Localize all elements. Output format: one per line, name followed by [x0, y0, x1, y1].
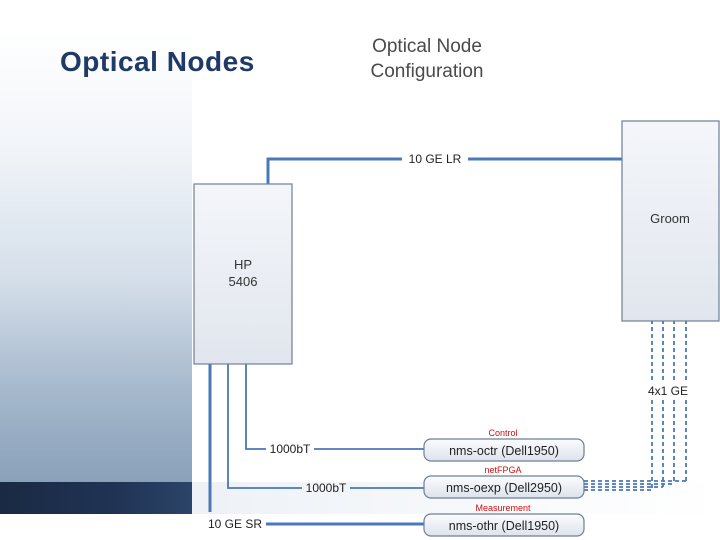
label-10ge-lr: 10 GE LR [409, 152, 462, 166]
diagram-title-line2: Configuration [370, 61, 484, 82]
page-title: Optical Nodes [60, 46, 255, 77]
link-10ge-lr [266, 157, 622, 185]
hp-5406-label-line1: HP [234, 257, 252, 272]
server-category-control: Control [488, 428, 517, 438]
server-name-nms-octr: nms-octr (Dell1950) [449, 444, 559, 458]
server-name-nms-othr: nms-othr (Dell1950) [449, 519, 559, 533]
label-1000bt-1: 1000bT [270, 442, 311, 456]
label-10ge-sr: 10 GE SR [208, 517, 262, 531]
label-1000bt-2: 1000bT [306, 481, 347, 495]
server-nms-oexp: netFPGA nms-oexp (Dell2950) [423, 465, 585, 499]
server-nms-othr: Measurement nms-othr (Dell1950) [423, 503, 585, 537]
groom-node [621, 120, 720, 322]
label-4x1-ge: 4x1 GE [648, 384, 688, 398]
link-1000bt-2 [227, 362, 302, 489]
hp-5406-label-line2: 5406 [229, 274, 258, 289]
sidebar-gradient [0, 30, 192, 482]
server-nms-octr: Control nms-octr (Dell1950) [423, 428, 585, 462]
diagram-title: Optical Node Configuration [352, 34, 502, 84]
sidebar-bottom-band [0, 482, 192, 514]
link-1000bt-1 [245, 362, 266, 450]
server-category-measurement: Measurement [475, 503, 531, 513]
link-4x1-ge [584, 320, 687, 491]
server-category-netfpga: netFPGA [484, 465, 521, 475]
hp-5406-node [193, 183, 293, 365]
diagram-title-line1: Optical Node [372, 36, 482, 57]
groom-label: Groom [650, 211, 690, 226]
server-name-nms-oexp: nms-oexp (Dell2950) [446, 481, 562, 495]
